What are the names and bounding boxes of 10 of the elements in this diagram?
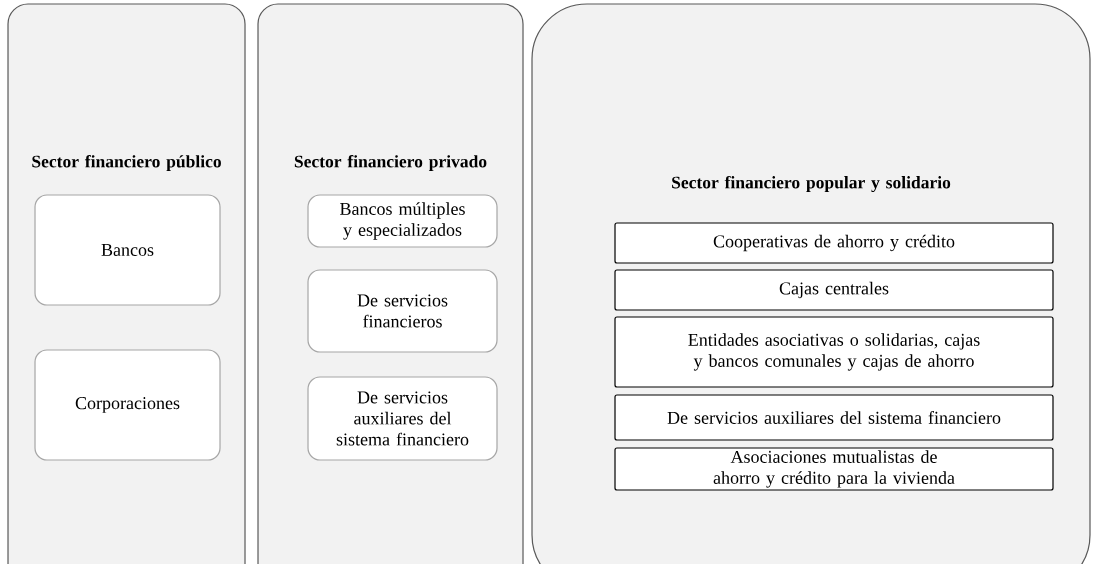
entity-box: Asociaciones mutualistas de ahorro y crédito para la vivienda [614,447,1054,491]
entity-box: Bancos múltiples y especializados [307,194,498,248]
entity-box: Cajas centrales [614,269,1054,311]
entity-box: De servicios financieros [307,269,498,353]
entity-box: Cooperativas de ahorro y crédito [614,222,1054,264]
entity-box: Corporaciones [34,349,221,461]
entity-box: Bancos [34,194,221,306]
entity-box: Entidades asociativas o solidarias, cajas y bancos comunales y cajas de ahorro [614,316,1054,388]
entity-box: De servicios auxiliares del sistema financiero [614,394,1054,441]
entity-box: De servicios auxiliares del sistema financiero [307,376,498,461]
